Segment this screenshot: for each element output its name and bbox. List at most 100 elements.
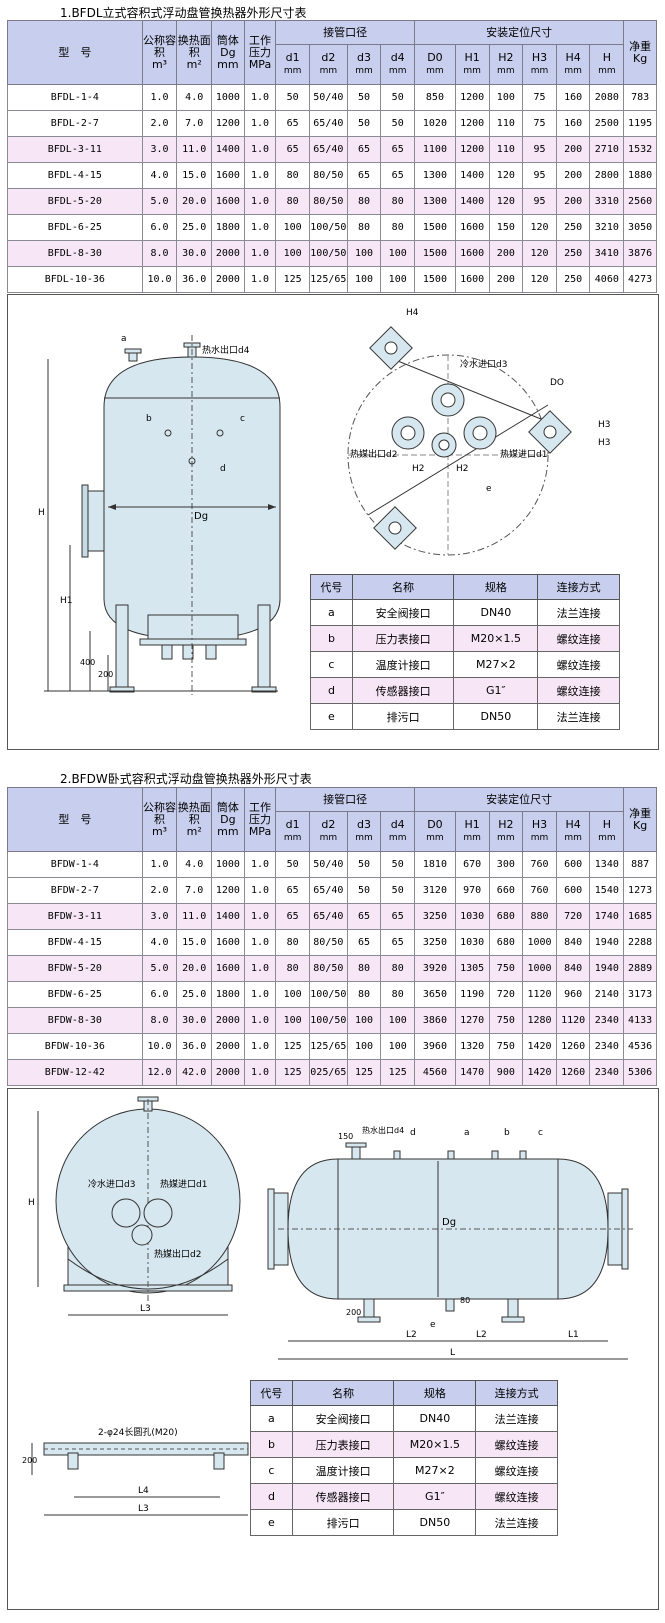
legend-cell: 螺纹连接 <box>537 651 620 678</box>
legend-cell: DN40 <box>453 599 539 626</box>
legend-cell: 法兰连接 <box>537 599 620 626</box>
dg-label: Dg <box>194 511 208 522</box>
value-cell: 125 <box>275 1059 310 1086</box>
col-model: 型 号 <box>7 787 143 852</box>
value-cell: 80 <box>380 214 416 241</box>
value-cell: 783 <box>623 84 657 111</box>
value-cell: 50 <box>275 84 310 111</box>
value-cell: 25.0 <box>176 981 213 1008</box>
label-c: c <box>538 1128 543 1138</box>
value-cell: 100/50 <box>308 1007 348 1034</box>
model-cell: BFDL-4-15 <box>7 162 143 189</box>
hot-media-outlet-d2-label: 热媒出口d2 <box>154 1248 201 1260</box>
legend-cell: DN50 <box>393 1509 477 1536</box>
legend-cell: 安全阀接口 <box>351 599 455 626</box>
value-cell: 1600 <box>454 240 490 267</box>
legend-cell: DN40 <box>393 1405 477 1432</box>
value-cell: 100/50 <box>308 214 348 241</box>
col-unit-mm: mm <box>564 833 582 843</box>
dim-l3-label-base: L3 <box>138 1504 149 1514</box>
value-cell: 65 <box>275 903 310 930</box>
h2-label-right: H2 <box>456 464 469 474</box>
legend-cell: DN50 <box>453 703 539 730</box>
value-cell: 80 <box>380 981 416 1008</box>
value-cell: 100 <box>275 240 310 267</box>
value-cell: 50 <box>346 851 382 878</box>
value-cell: 65 <box>380 136 416 163</box>
value-cell: 65 <box>275 110 310 137</box>
label-d: d <box>410 1128 416 1138</box>
value-cell: 100 <box>346 1007 382 1034</box>
col-unit-mm: mm <box>355 833 373 843</box>
value-cell: 680 <box>488 929 524 956</box>
value-cell: 1.0 <box>243 955 277 982</box>
value-cell: 65/40 <box>308 903 348 930</box>
value-cell: 25.0 <box>176 214 213 241</box>
value-cell: 1305 <box>454 955 490 982</box>
value-cell: 2000 <box>211 240 245 267</box>
value-cell: 125/65 <box>308 1033 348 1060</box>
value-cell: 200 <box>555 162 591 189</box>
legend-cell: 安全阀接口 <box>291 1405 395 1432</box>
value-cell: 8.0 <box>141 1007 178 1034</box>
value-cell: 670 <box>454 851 490 878</box>
value-cell: 80 <box>275 929 310 956</box>
value-cell: 1470 <box>454 1059 490 1086</box>
dim-200-label: 200 <box>98 670 113 679</box>
section2-title: 2.BFDW卧式容积式浮动盘管换热器外形尺寸表 <box>60 772 312 786</box>
value-cell: 80 <box>346 955 382 982</box>
value-cell: 250 <box>555 266 591 293</box>
value-cell: 4273 <box>623 266 657 293</box>
col-h3-label: H3 <box>531 818 548 831</box>
value-cell: 1320 <box>454 1033 490 1060</box>
cold-water-inlet-d3-flange-end <box>111 1198 141 1228</box>
value-cell: 1273 <box>623 877 657 904</box>
value-cell: 80 <box>380 955 416 982</box>
value-cell: 15.0 <box>176 162 213 189</box>
value-cell: 2000 <box>211 1059 245 1086</box>
value-cell: 3960 <box>414 1033 456 1060</box>
col-unit-mm: mm <box>355 66 373 76</box>
value-cell: 100 <box>380 1007 416 1034</box>
dim-80-label: 80 <box>460 1296 470 1305</box>
legend-header: 连接方式 <box>537 574 620 600</box>
col-unit-mm: mm <box>319 833 338 843</box>
col-h1-label: H1 <box>464 818 480 831</box>
value-cell: 1.0 <box>243 929 277 956</box>
value-cell: 100 <box>380 1033 416 1060</box>
col-unit-mm: mm <box>497 833 515 843</box>
col-d3-label: d3 <box>357 818 372 831</box>
value-cell: 100/50 <box>308 981 348 1008</box>
value-cell: 3650 <box>414 981 456 1008</box>
col-pipe-group: 接管口径 <box>275 787 416 812</box>
value-cell: 1030 <box>454 929 490 956</box>
slot-hole-label: 2-φ24长圆孔(M20) <box>98 1426 178 1438</box>
value-cell: 5.0 <box>141 188 178 215</box>
value-cell: 4133 <box>623 1007 657 1034</box>
value-cell: 120 <box>522 214 557 241</box>
value-cell: 025/65 <box>308 1059 348 1086</box>
col-h-label: H <box>602 51 611 64</box>
value-cell: 6.0 <box>141 214 178 241</box>
dim-h-label: H <box>28 1198 35 1208</box>
value-cell: 100/50 <box>308 240 348 267</box>
label-e: e <box>430 1320 436 1330</box>
value-cell: 1.0 <box>243 1007 277 1034</box>
value-cell: 1000 <box>522 929 557 956</box>
dim-h1-label: H1 <box>60 596 73 606</box>
col-d2-label: d2 <box>321 51 336 64</box>
value-cell: 1200 <box>454 136 490 163</box>
